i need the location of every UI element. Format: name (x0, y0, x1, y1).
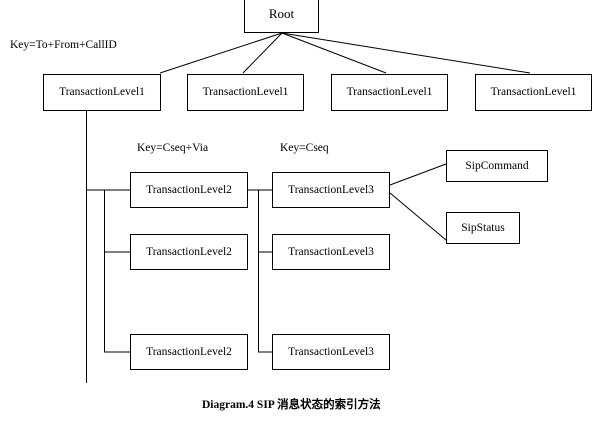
node-transaction-level2-1[interactable]: TransactionLevel2 (130, 172, 248, 208)
node-sip-status[interactable]: SipStatus (446, 212, 520, 244)
node-label: TransactionLevel1 (59, 86, 145, 99)
node-root[interactable]: Root (244, 0, 319, 33)
edge-level3-to-sipstatus (389, 192, 447, 241)
node-transaction-level2-2[interactable]: TransactionLevel2 (130, 234, 248, 270)
edge-root-to-level1-2 (242, 32, 283, 74)
node-label: TransactionLevel2 (146, 345, 232, 358)
node-label: TransactionLevel1 (202, 86, 289, 99)
edge-root-to-level1-3 (281, 32, 387, 74)
node-label: TransactionLevel2 (146, 245, 232, 258)
node-transaction-level3-1[interactable]: TransactionLevel3 (272, 172, 390, 208)
node-label: TransactionLevel2 (146, 183, 232, 196)
diagram-caption: Diagram.4 SIP 消息状态的索引方法 (202, 399, 381, 411)
node-label: TransactionLevel3 (288, 345, 374, 358)
node-transaction-level3-3[interactable]: TransactionLevel3 (272, 334, 390, 370)
node-label: SipCommand (465, 159, 529, 172)
node-root-label: Root (268, 6, 295, 22)
key-label-level3: Key=Cseq (280, 142, 329, 154)
node-label: SipStatus (461, 221, 505, 234)
node-label: TransactionLevel1 (490, 86, 577, 99)
node-label: TransactionLevel1 (346, 86, 433, 99)
node-transaction-level1-4[interactable]: TransactionLevel1 (475, 74, 592, 111)
key-label-level2: Key=Cseq+Via (137, 142, 209, 154)
node-transaction-level1-2[interactable]: TransactionLevel1 (187, 74, 304, 111)
node-transaction-level2-3[interactable]: TransactionLevel2 (130, 334, 248, 370)
edge-level3-to-sipcommand (389, 163, 447, 186)
node-transaction-level3-2[interactable]: TransactionLevel3 (272, 234, 390, 270)
edge-root-to-level1-1 (159, 32, 283, 74)
node-sip-command[interactable]: SipCommand (446, 150, 548, 182)
edge-root-to-level1-4 (281, 32, 531, 74)
node-label: TransactionLevel3 (288, 245, 374, 258)
node-transaction-level1-3[interactable]: TransactionLevel1 (331, 74, 448, 111)
key-label-level1: Key=To+From+CallID (10, 39, 117, 51)
node-label: TransactionLevel3 (288, 183, 374, 196)
node-transaction-level1-1[interactable]: TransactionLevel1 (43, 74, 161, 111)
